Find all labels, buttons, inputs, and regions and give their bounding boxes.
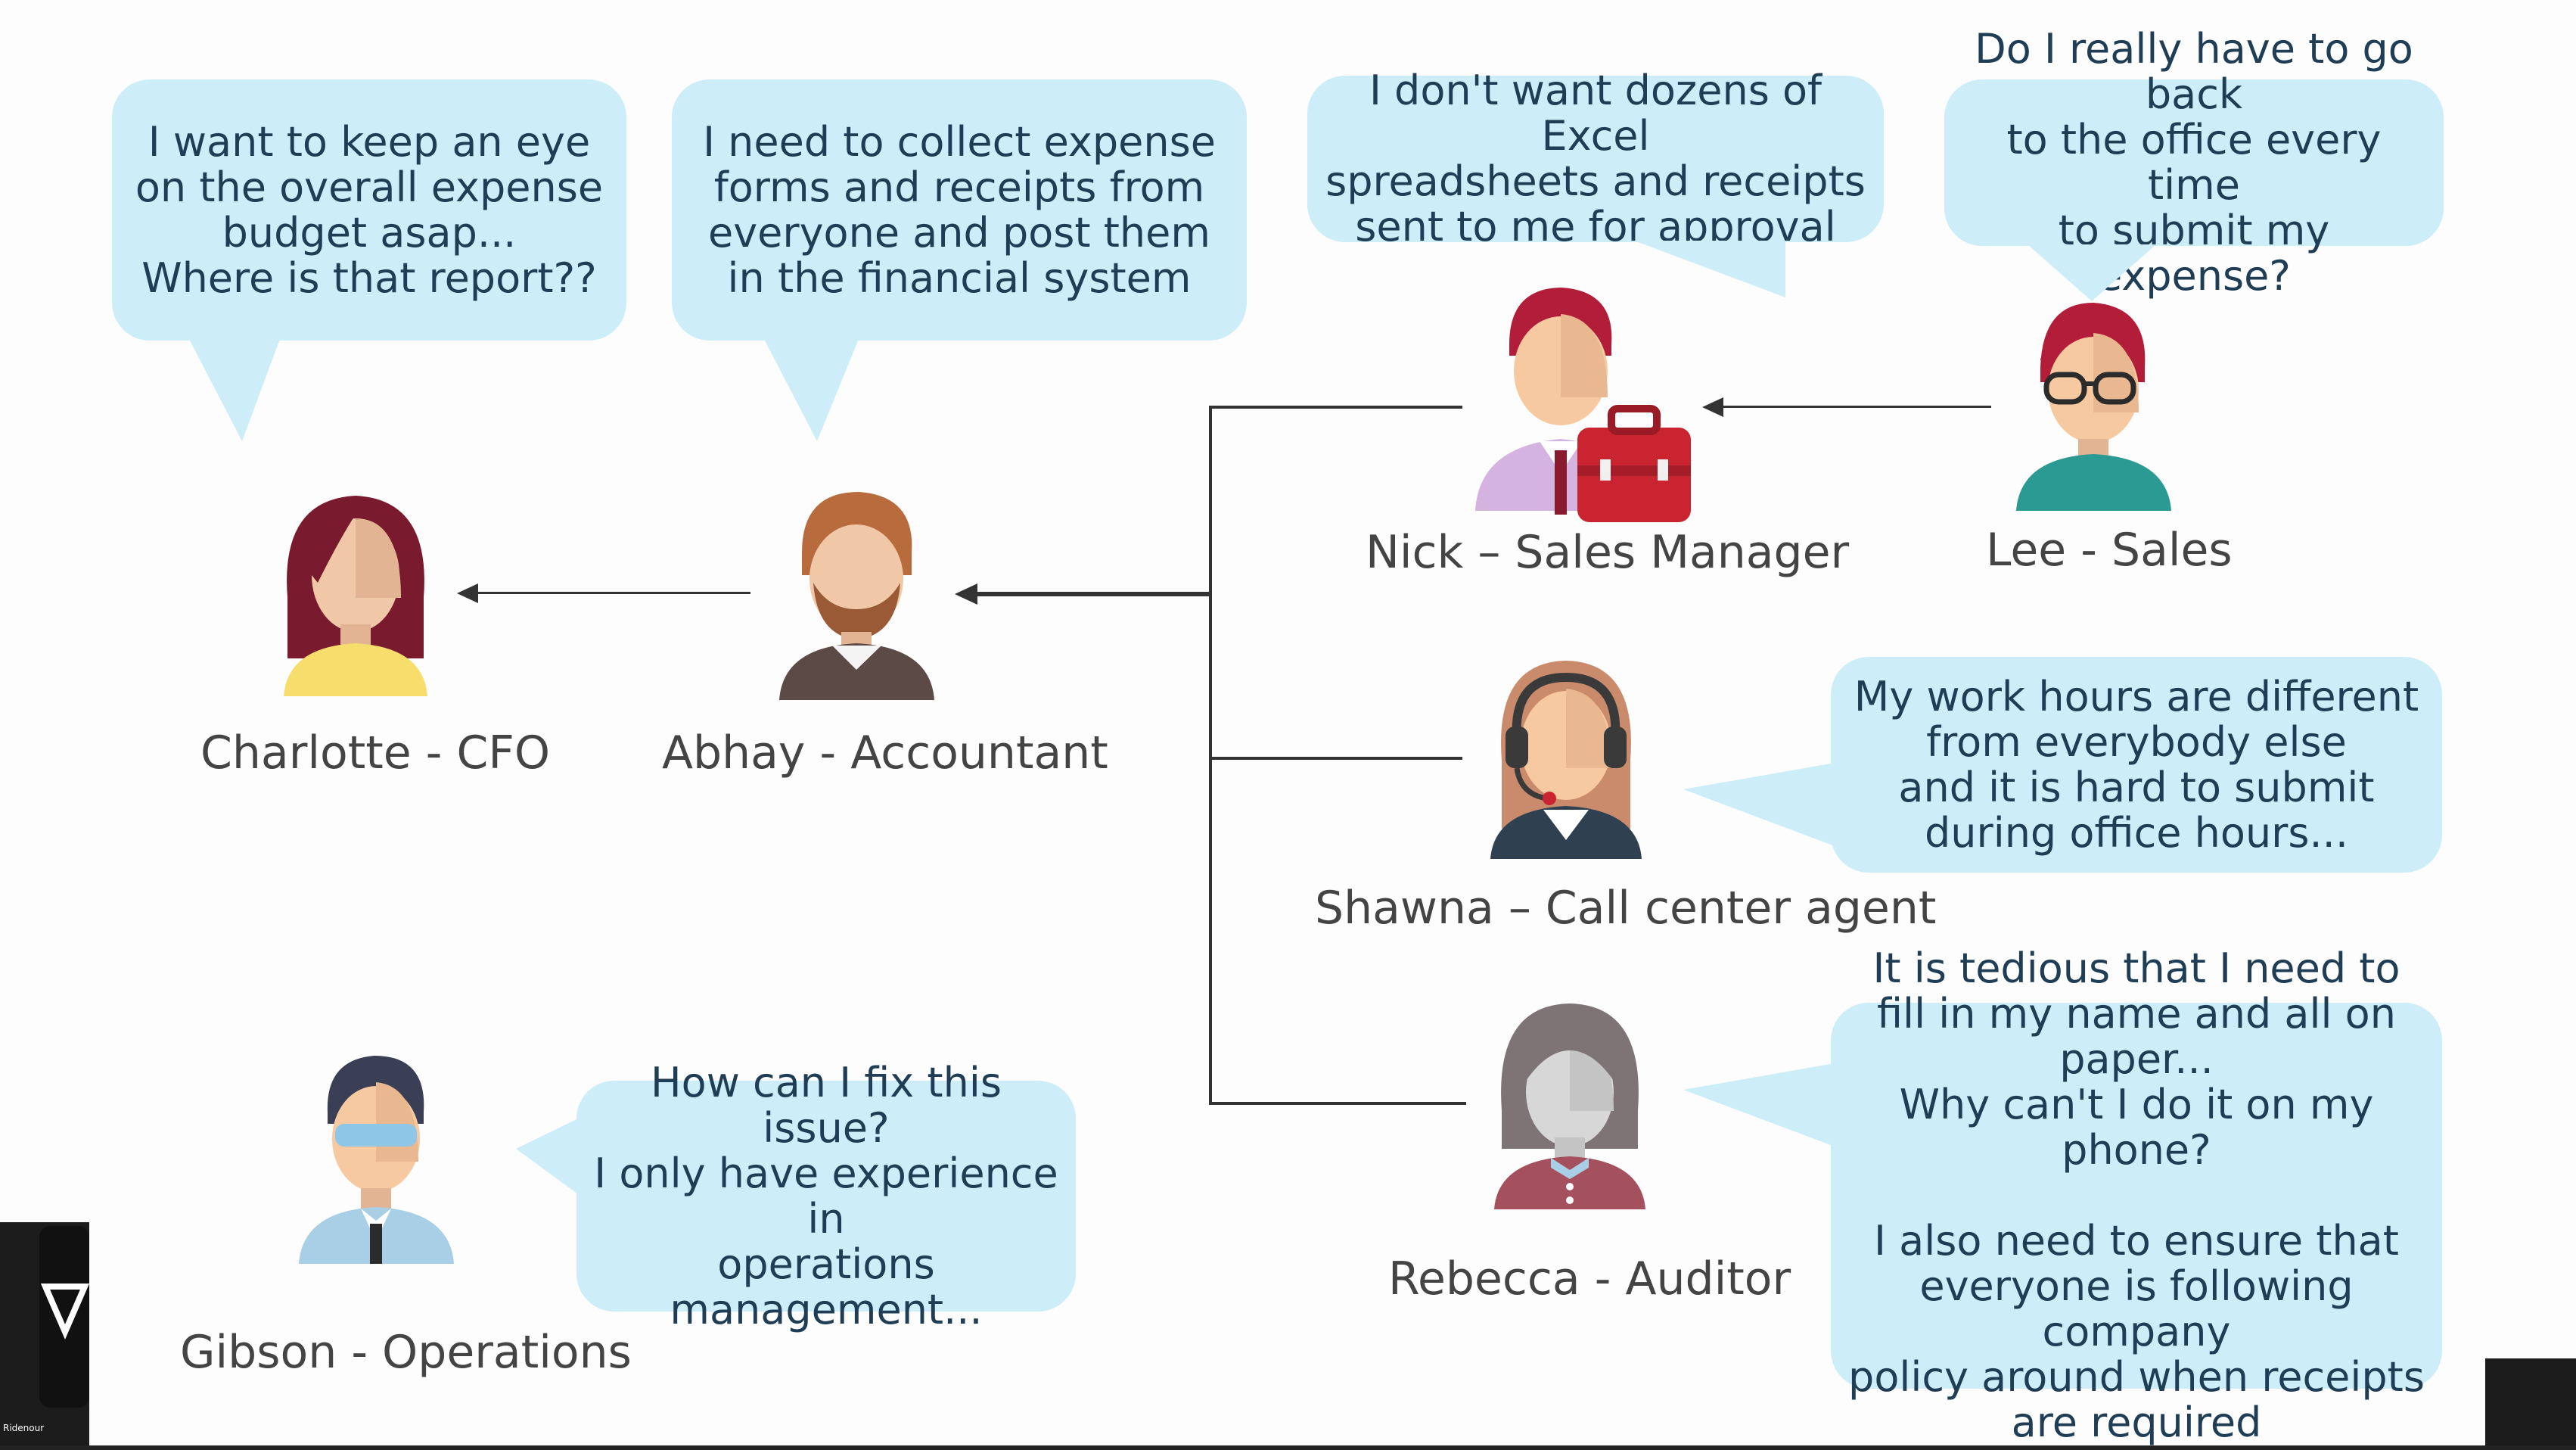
rebecca-avatar-icon <box>1494 1003 1645 1209</box>
rebecca-bubble-tail <box>1683 1063 1835 1147</box>
lee-name-label: Lee - Sales <box>1986 524 2233 577</box>
bottom-border-bar <box>0 1445 2576 1450</box>
arrowhead-to-charlotte <box>457 583 478 603</box>
presenter-label: Ridenour <box>3 1423 45 1433</box>
nick-name-label: Nick – Sales Manager <box>1366 526 1850 579</box>
abhay-bubble-tail <box>764 339 859 441</box>
connector-trunk <box>1209 406 1212 1103</box>
rebecca-name-label: Rebecca - Auditor <box>1388 1252 1791 1305</box>
presenter-logo-icon <box>39 1226 90 1408</box>
shawna-avatar-icon <box>1490 661 1642 859</box>
charlotte-avatar-icon <box>284 496 427 696</box>
arrowhead-to-abhay <box>955 583 977 605</box>
nick-speech-bubble: I don't want dozens of Excel spreadsheet… <box>1307 68 1884 250</box>
connector-shawna <box>1209 757 1462 760</box>
connector-to-abhay <box>968 592 1210 596</box>
lee-speech-bubble: Do I really have to go back to the offic… <box>1944 26 2444 299</box>
nick-bubble-tail <box>1634 241 1785 297</box>
charlotte-speech-bubble: I want to keep an eye on the overall exp… <box>112 79 626 341</box>
abhay-name-label: Abhay - Accountant <box>662 727 1108 779</box>
connector-rebecca <box>1209 1102 1466 1105</box>
arrowhead-to-nick <box>1702 397 1723 417</box>
rebecca-speech-bubble: It is tedious that I need to fill in my … <box>1831 946 2442 1445</box>
shawna-bubble-tail <box>1683 763 1835 846</box>
shawna-name-label: Shawna – Call center agent <box>1315 882 1937 935</box>
gibson-avatar-icon <box>299 1056 454 1264</box>
gibson-speech-bubble: How can I fix this issue? I only have ex… <box>576 1059 1076 1332</box>
logo-chevron-icon <box>40 1284 90 1340</box>
nick-avatar-icon <box>1475 288 1691 522</box>
gibson-name-label: Gibson - Operations <box>180 1326 632 1379</box>
connector-abhay-to-charlotte <box>471 592 750 594</box>
abhay-speech-bubble: I need to collect expense forms and rece… <box>672 79 1247 341</box>
gibson-bubble-tail <box>516 1119 578 1194</box>
charlotte-name-label: Charlotte - CFO <box>200 727 551 779</box>
right-edge-panel <box>2485 1358 2576 1450</box>
lee-bubble-tail <box>2028 244 2156 301</box>
shawna-speech-bubble: My work hours are different from everybo… <box>1831 657 2442 873</box>
connector-lee-to-nick <box>1717 406 1991 408</box>
charlotte-bubble-tail <box>189 339 280 441</box>
lee-avatar-icon <box>2016 303 2171 511</box>
connector-nick <box>1209 406 1462 409</box>
abhay-avatar-icon <box>779 492 934 700</box>
